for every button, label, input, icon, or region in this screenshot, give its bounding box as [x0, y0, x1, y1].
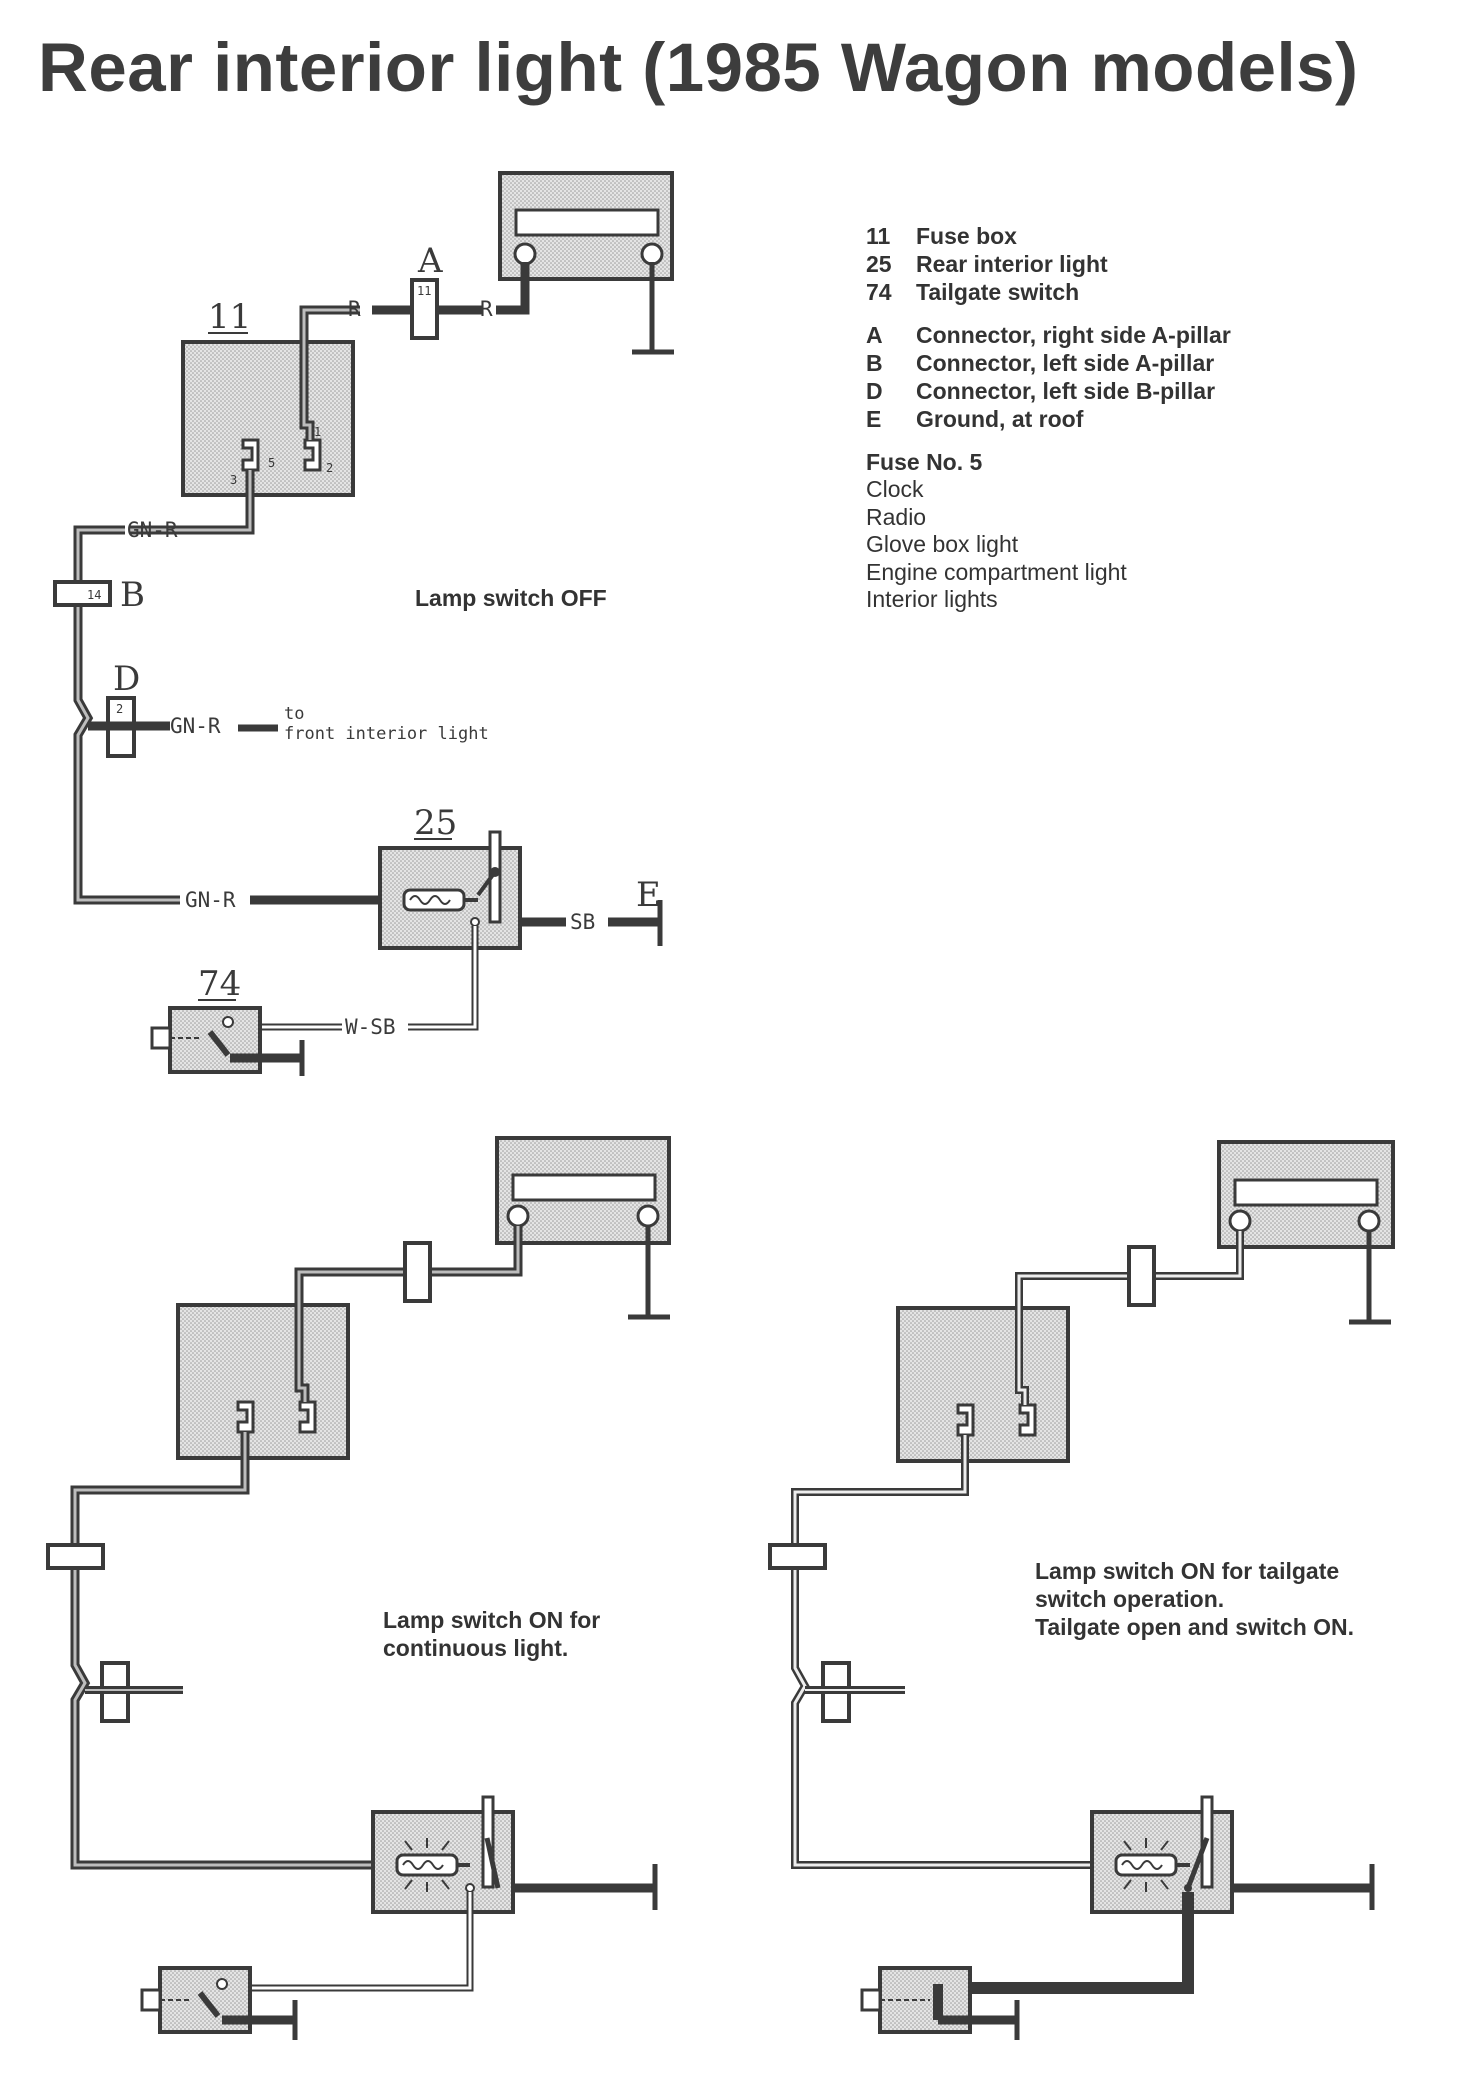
diagram-bottom-right	[768, 1140, 1395, 2040]
connector-label-b: B	[120, 575, 145, 615]
component-label-74: 74	[198, 964, 241, 1004]
wire-label-wsb: W-SB	[345, 1015, 396, 1039]
connector-label-a: A	[417, 241, 443, 281]
fuse-box-11	[181, 340, 355, 497]
diagram-top: 11 1 2 3 5 R 11 A R GN-R 14 B 2 D	[53, 171, 674, 1076]
wire-label-gnr-upper: GN-R	[127, 518, 178, 542]
svg-text:14: 14	[87, 588, 101, 602]
wire-label-r-right: R	[480, 297, 493, 321]
caption-line: continuous light.	[383, 1635, 569, 1661]
caption-top: Lamp switch OFF	[415, 585, 607, 611]
to-note-line2: front interior light	[284, 724, 489, 744]
fuse-title: Fuse No. 5	[866, 449, 983, 475]
wire-label-r-left: R	[348, 297, 361, 321]
wire-label-sb: SB	[570, 910, 595, 934]
component-label-11: 11	[208, 297, 251, 337]
fuse-item: Interior lights	[866, 586, 998, 612]
wire-label-gnr-branch: GN-R	[170, 714, 221, 738]
caption-bottom-left: Lamp switch ON for continuous light.	[383, 1606, 600, 1662]
component-label-25: 25	[414, 803, 457, 843]
connector-label-d: D	[113, 659, 140, 699]
caption-line: Tailgate open and switch ON.	[1035, 1614, 1355, 1640]
wire-label-gnr-lower: GN-R	[185, 888, 236, 912]
svg-text:2: 2	[326, 461, 333, 475]
svg-text:5: 5	[268, 456, 275, 470]
diagram-bottom-left	[46, 1136, 671, 2040]
caption-line: Lamp switch ON for tailgate	[1035, 1558, 1340, 1584]
caption-bottom-right: Lamp switch ON for tailgate switch opera…	[1035, 1557, 1354, 1641]
svg-text:11: 11	[417, 284, 431, 298]
page-title: Rear interior light (1985 Wagon models)	[38, 29, 1359, 106]
to-note-line1: to	[284, 704, 304, 724]
caption-line: Lamp switch ON for	[383, 1607, 601, 1633]
fuse-item: Radio	[866, 503, 927, 530]
svg-text:2: 2	[116, 702, 123, 716]
caption-line: switch operation.	[1035, 1586, 1225, 1612]
connector-label-e: E	[636, 875, 661, 915]
svg-text:3: 3	[230, 473, 237, 487]
fuse-item: Clock	[866, 476, 924, 502]
svg-text:1: 1	[314, 425, 321, 439]
fuse-item: Engine compartment light	[866, 558, 1127, 585]
connector-b	[53, 580, 112, 607]
fuse-item: Glove box light	[866, 531, 1019, 557]
